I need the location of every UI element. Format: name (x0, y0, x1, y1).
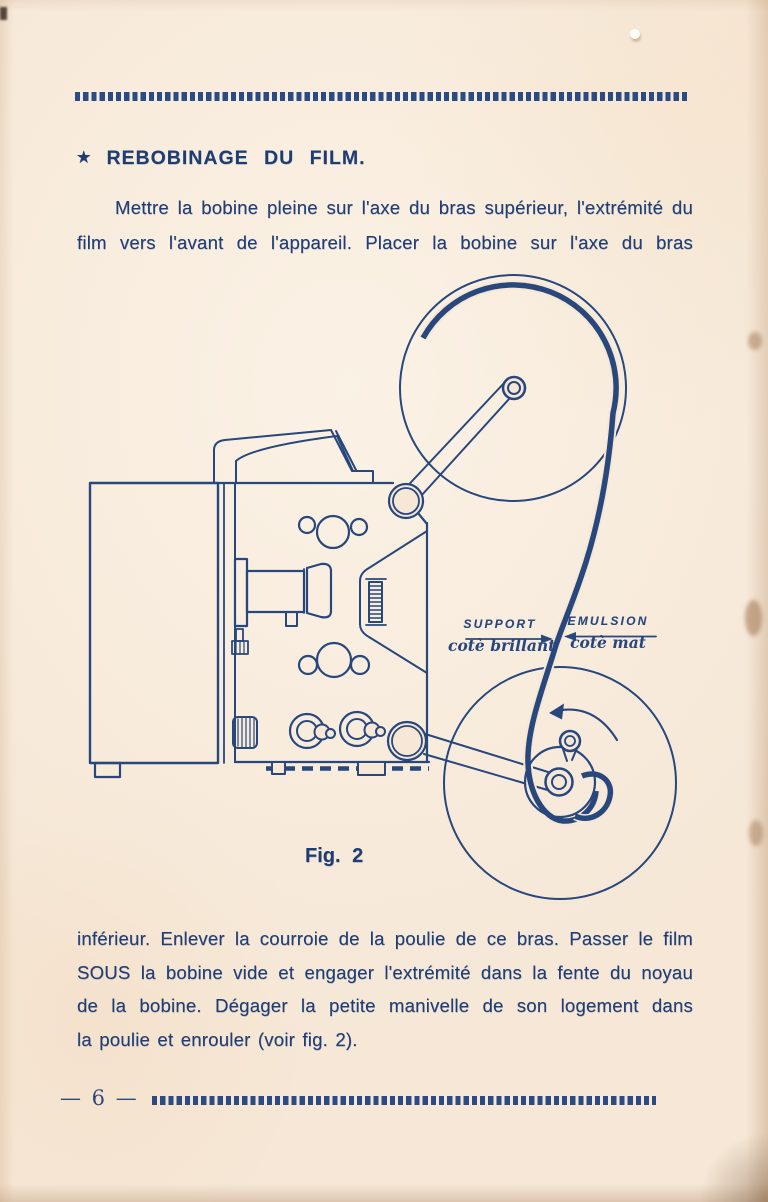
film-gate (368, 581, 383, 623)
body-paragraph: inférieur. Enlever la courroie de la pou… (77, 922, 693, 1056)
page-number: — 6 — (60, 1086, 139, 1110)
upper-arm (399, 380, 510, 508)
film-side-label-emulsion: EMULSION cotè mat (556, 614, 660, 652)
top-divider-dotted-rule (75, 92, 688, 101)
paper-stain (745, 600, 762, 636)
text-line: de la bobine. Dégager la petite manivell… (77, 995, 693, 1016)
lower-sprockets (297, 641, 371, 679)
large-knob (232, 716, 258, 749)
support-label: SUPPORT (463, 617, 537, 631)
rotation-arrow (549, 703, 619, 742)
carrying-handle (213, 429, 374, 483)
film-strip (418, 280, 621, 826)
paper-edge-mark (0, 7, 7, 20)
film-end-hook (573, 769, 615, 823)
upper-sprockets (297, 514, 369, 550)
page-corner-shadow (698, 1132, 768, 1202)
support-arrow (465, 634, 553, 644)
text-line: Mettre la bobine pleine sur l'axe du bra… (115, 197, 693, 218)
small-knob (231, 628, 249, 655)
emulsion-arrow (564, 632, 657, 641)
toggle-switch (288, 712, 336, 750)
paper-stain (749, 820, 763, 846)
rewind-pulley (523, 745, 597, 819)
emulsion-sublabel: cotè mat (570, 633, 646, 652)
toggle-switch (338, 710, 386, 748)
star-icon: ★ (77, 149, 91, 166)
upper-reel-hub (501, 375, 527, 401)
text-line: SOUS la bobine vide et engager l'extrémi… (77, 961, 693, 983)
section-heading: ★ REBOBINAGE DU FILM. (77, 147, 697, 170)
lower-arm-pulley (386, 720, 428, 762)
bottom-divider-dotted-rule (152, 1096, 656, 1105)
paper-stain (748, 332, 762, 350)
paper-speck (630, 29, 640, 39)
lower-reel-hub (544, 767, 574, 797)
film-side-label-support: SUPPORT cotè brillant (448, 617, 556, 655)
figure-caption: Fig. 2 (305, 845, 364, 867)
emulsion-label: EMULSION (567, 614, 649, 628)
text-line: la poulie et enrouler (voir fig. 2). (77, 1028, 358, 1050)
upper-reel (399, 274, 627, 502)
upper-arm-pulley (387, 482, 425, 520)
support-sublabel: cotè brillant (448, 636, 556, 655)
crank-handle (558, 729, 582, 762)
text-line: inférieur. Enlever la courroie de la pou… (77, 928, 693, 949)
projector-body (88, 429, 431, 779)
text-line: film vers l'avant de l'appareil. Placer … (77, 232, 693, 253)
lower-reel (443, 666, 677, 900)
intro-paragraph: Mettre la bobine pleine sur l'axe du bra… (77, 190, 693, 260)
section-heading-text: REBOBINAGE DU FILM. (106, 147, 366, 169)
lens-assembly (233, 557, 333, 628)
